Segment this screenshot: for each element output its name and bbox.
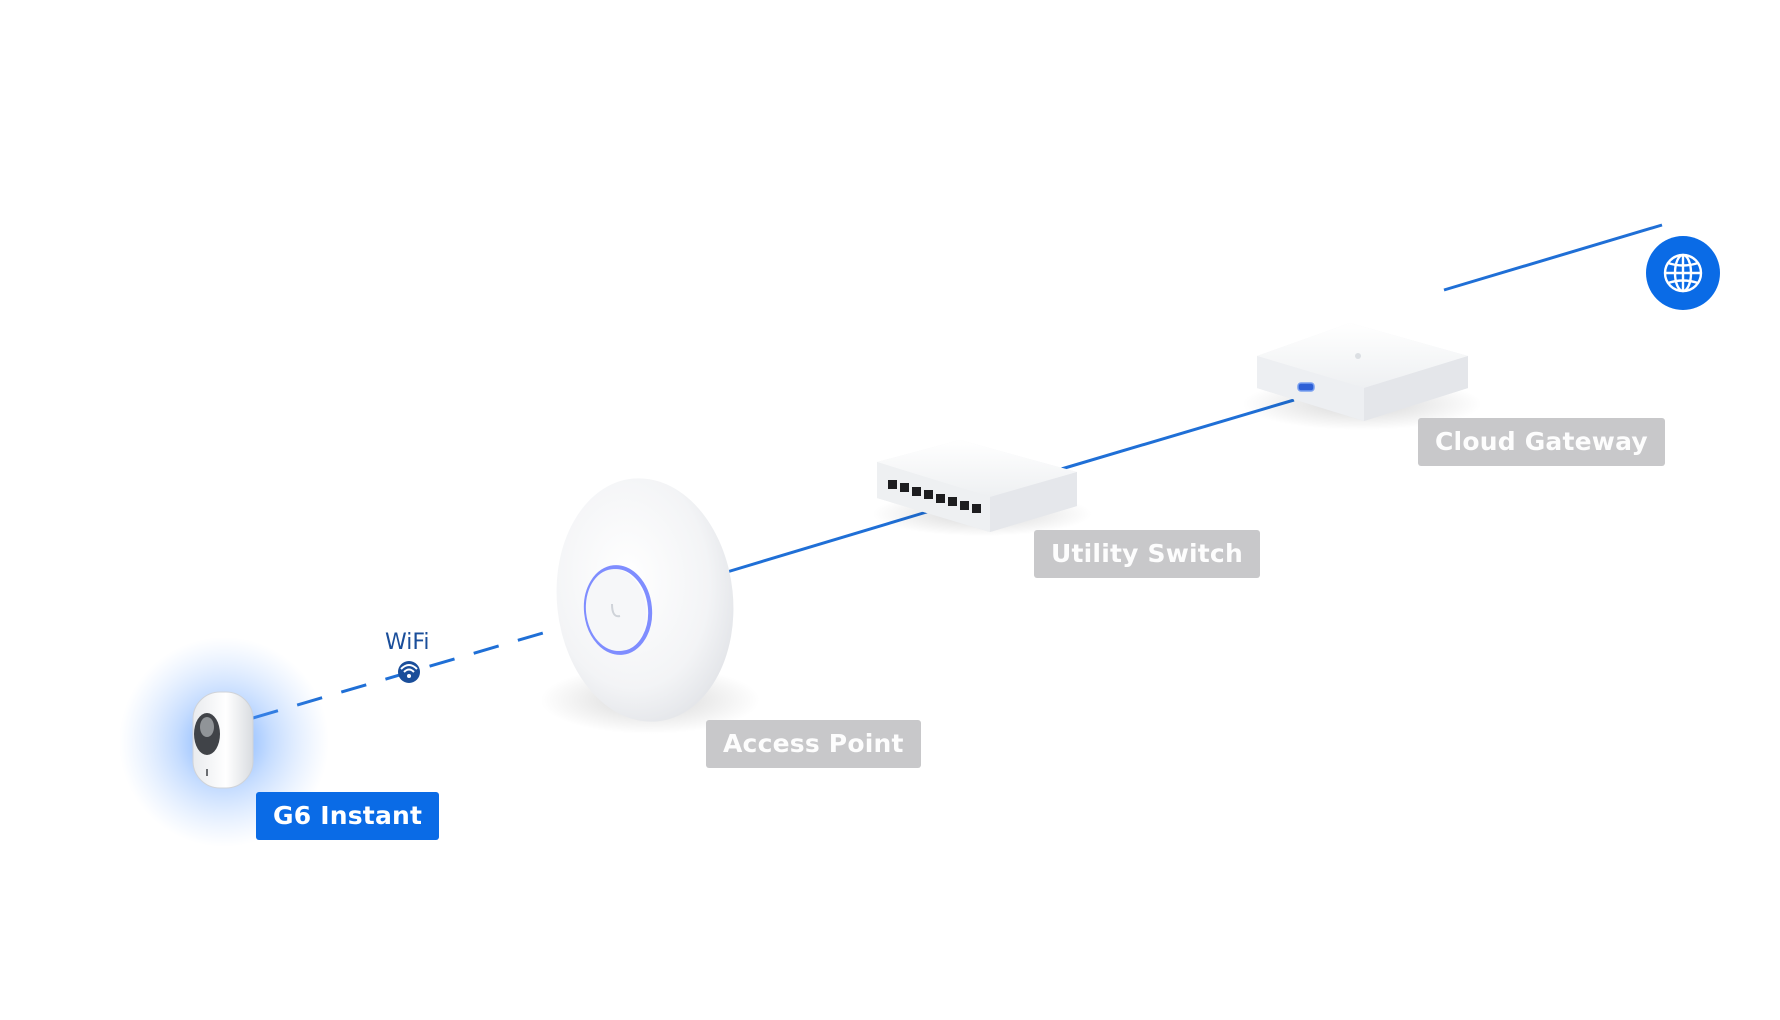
status-led-icon	[1297, 382, 1315, 392]
ubiquiti-logo-icon	[611, 603, 621, 618]
utility-switch-label[interactable]: Utility Switch	[1034, 530, 1260, 578]
wired-link-gateway-internet	[1443, 223, 1663, 292]
globe-icon	[1663, 253, 1703, 293]
wifi-link-label: WiFi	[385, 630, 430, 655]
ethernet-ports-icon	[888, 480, 981, 513]
g6-instant-label[interactable]: G6 Instant	[256, 792, 440, 840]
internet-node[interactable]	[1646, 236, 1720, 310]
wifi-icon	[398, 661, 420, 683]
access-point-device[interactable]	[540, 469, 760, 734]
cloud-gateway-label[interactable]: Cloud Gateway	[1418, 418, 1665, 466]
utility-switch-device[interactable]	[872, 440, 1092, 536]
access-point-label[interactable]: Access Point	[706, 720, 921, 768]
cloud-gateway-device[interactable]	[1242, 323, 1482, 430]
